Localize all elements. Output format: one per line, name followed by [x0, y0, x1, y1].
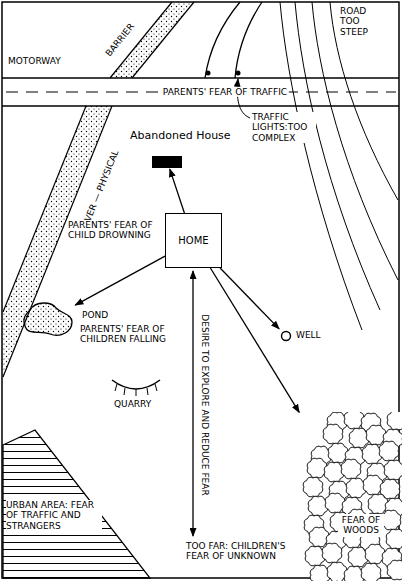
tree-crown: [379, 441, 399, 461]
connector-arrow: [75, 256, 165, 305]
tree-crown: [323, 424, 343, 444]
tree-crown: [322, 543, 342, 563]
tree-crown: [310, 565, 330, 581]
leader-arrow: [237, 79, 250, 118]
map-note: PARENTS' FEAR OF TRAFFIC: [161, 87, 289, 97]
tree-crown: [361, 563, 381, 581]
tree-crown: [381, 510, 401, 530]
map-note: ROAD TOO STEEP: [340, 6, 382, 37]
side-road: [205, 2, 240, 78]
place-label: Abandoned House: [128, 130, 233, 143]
map-note: DESIRE TO EXPLORE AND REDUCE FEAR: [200, 312, 210, 497]
well-label: WELL: [296, 330, 321, 340]
quarry-ticks: [136, 389, 137, 396]
woods-label: FEAR OF WOODS: [338, 514, 384, 537]
traffic-light: [206, 71, 211, 76]
quarry-ticks: [124, 388, 125, 395]
road-edge: [2, 77, 399, 78]
traffic-light: [236, 71, 241, 76]
abandoned-house-symbol: [152, 156, 182, 168]
explore-arrow: [192, 271, 193, 536]
map-note: TOO FAR: CHILDREN'S FEAR OF UNKNOWN: [186, 541, 298, 562]
map-frame: [2, 2, 399, 578]
slope-line: [312, 2, 398, 280]
house-node: Abandoned House: [128, 130, 233, 168]
tree-crown: [384, 460, 402, 480]
home-label: HOME: [178, 235, 208, 247]
tree-crown: [303, 477, 323, 497]
river-bank: [3, 106, 86, 312]
map-note: PARENTS' FEAR OF CHILD DROWNING: [68, 220, 154, 241]
quarry-edge: [112, 380, 160, 389]
quarry-ticks: [115, 384, 117, 391]
urban-area: [3, 430, 150, 578]
pond-node: POND: [22, 300, 74, 340]
connector-arrow: [170, 169, 185, 213]
woods-illustration: [300, 412, 402, 581]
quarry-ticks: [155, 384, 157, 391]
map-note: MOTORWAY: [8, 56, 61, 66]
map-note: PARENTS' FEAR OF CHILDREN FALLING: [80, 324, 180, 345]
tree-crown: [387, 412, 402, 430]
tree-crown: [386, 529, 402, 549]
well-node: WELL: [280, 330, 321, 340]
road-edge: [2, 105, 399, 106]
side-road: [235, 2, 262, 78]
pond-outline: [22, 300, 74, 340]
connector-arrow: [210, 268, 299, 412]
map-note: QUARRY: [114, 399, 151, 409]
river-bank: [132, 2, 194, 78]
tree-crown: [344, 566, 364, 581]
home-node: HOME: [165, 213, 222, 268]
tree-crown: [387, 560, 402, 580]
quarry-ticks: [147, 388, 148, 395]
pond-shape: [24, 303, 72, 335]
well-symbol: [280, 330, 292, 342]
map-note: URBAN AREA: FEAR OF TRAFFIC AND STRANGER…: [6, 500, 102, 531]
map-note: TRAFFIC LIGHTS:TOO COMPLEX: [252, 112, 316, 143]
slope-line: [330, 2, 398, 200]
tree-crown: [341, 459, 361, 479]
woods-node: FEAR OF WOODS: [300, 412, 402, 581]
quarry-ticks: [115, 384, 157, 396]
well-circle: [282, 332, 291, 341]
